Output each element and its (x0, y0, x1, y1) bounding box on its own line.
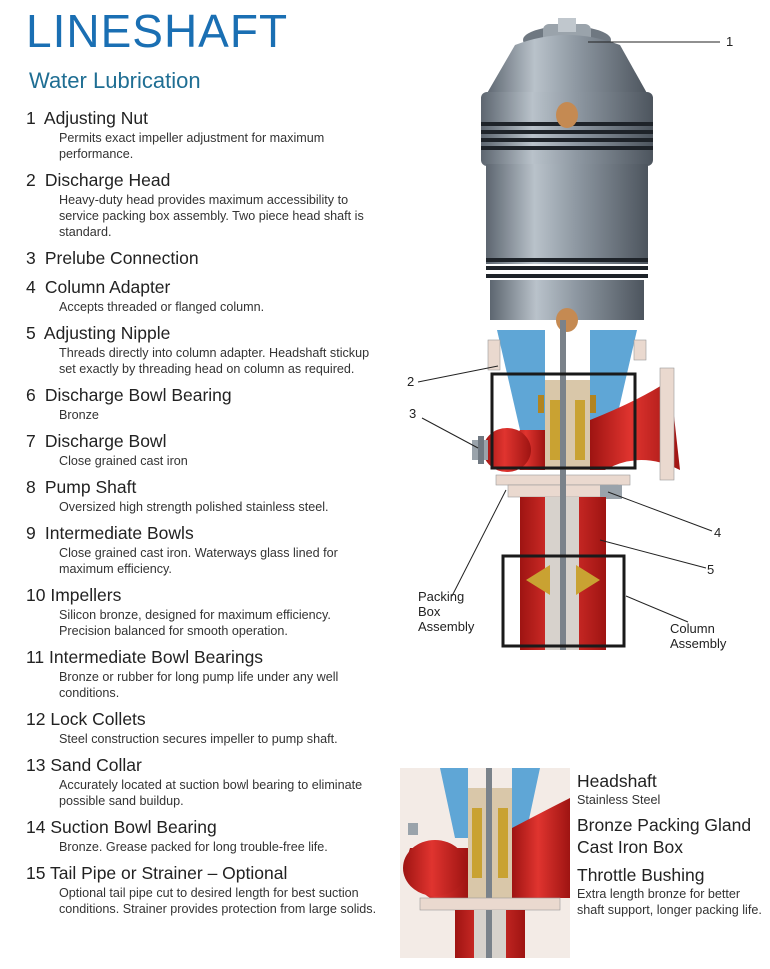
part-description: Bronze (59, 408, 99, 422)
part-number: 4 (26, 277, 36, 297)
label-line: Box (418, 604, 441, 619)
label-line: Assembly (670, 636, 727, 651)
part-description: Accurately located at suction bowl beari… (59, 778, 363, 808)
part-name: Sand Collar (50, 755, 142, 775)
part-number: 9 (26, 523, 36, 543)
prelube-connection-part (472, 436, 488, 464)
callout-3: 3 (409, 406, 417, 421)
part-description: Bronze. Grease packed for long trouble-f… (59, 840, 328, 854)
column-assembly-label: Column Assembly (670, 621, 726, 651)
part-number: 15 (26, 863, 46, 883)
part-name: Column Adapter (44, 277, 171, 297)
detail-legend: Headshaft Stainless Steel Bronze Packing… (577, 770, 767, 924)
column-highlight (501, 554, 626, 648)
part-number: 6 (26, 385, 36, 405)
adjusting-nipple-part (526, 565, 600, 595)
part-name: Discharge Head (44, 170, 171, 190)
part-description: Heavy-duty head provides maximum accessi… (59, 193, 364, 239)
part-description: Permits exact impeller adjustment for ma… (59, 131, 325, 161)
part-name: Adjusting Nipple (43, 323, 171, 343)
part-name: Intermediate Bowls (44, 523, 194, 543)
part-name: Intermediate Bowl Bearings (49, 647, 264, 667)
part-name: Tail Pipe or Strainer – Optional (50, 863, 288, 883)
part-item: 3 Prelube Connection (26, 248, 386, 269)
pump-diagram (417, 18, 720, 650)
label-line: Column (670, 621, 715, 636)
part-number: 14 (26, 817, 46, 837)
part-description: Steel construction secures impeller to p… (59, 732, 338, 746)
part-description: Close grained cast iron. Waterways glass… (59, 546, 338, 576)
part-name: Lock Collets (50, 709, 146, 729)
label-line: Packing (418, 589, 465, 604)
part-name: Pump Shaft (44, 477, 137, 497)
callout-2: 2 (407, 374, 415, 389)
part-description: Close grained cast iron (59, 454, 188, 468)
part-description: Threads directly into column adapter. He… (59, 346, 370, 376)
part-number: 5 (26, 323, 36, 343)
motor-head-part (481, 35, 653, 332)
part-description: Silicon bronze, designed for maximum eff… (59, 608, 331, 638)
packing-box-highlight (490, 372, 637, 470)
part-number: 1 (26, 108, 36, 128)
legend-heading: Headshaft (577, 771, 657, 791)
packing-box-assembly-label: Packing Box Assembly (418, 589, 474, 634)
packing-detail-diagram (400, 768, 570, 958)
part-number: 2 (26, 170, 36, 190)
part-name: Adjusting Nut (43, 108, 148, 128)
part-description: Optional tail pipe cut to desired length… (59, 886, 377, 916)
part-number: 12 (26, 709, 46, 729)
callout-4: 4 (714, 525, 722, 540)
part-description: Accepts threaded or flanged column. (59, 300, 265, 314)
part-number: 11 (26, 647, 45, 667)
part-name: Prelube Connection (44, 248, 199, 268)
part-number: 13 (26, 755, 46, 775)
legend-heading: Bronze Packing Gland Cast Iron Box (577, 815, 752, 857)
part-name: Suction Bowl Bearing (50, 817, 217, 837)
legend-description: Extra length bronze for better shaft sup… (577, 887, 762, 917)
legend-description: Stainless Steel (577, 793, 661, 807)
leader-lines (417, 41, 720, 623)
label-line: Assembly (418, 619, 475, 634)
part-name: Discharge Bowl (44, 431, 167, 451)
headshaft-part (560, 320, 566, 650)
part-number: 3 (26, 248, 36, 268)
page-subtitle: Water Lubrication (29, 68, 201, 93)
discharge-head-part (487, 330, 647, 430)
page-title: LINESHAFT (26, 5, 289, 57)
part-number: 7 (26, 431, 36, 451)
callout-5: 5 (707, 562, 715, 577)
legend-heading: Throttle Bushing (577, 865, 705, 885)
part-description: Bronze or rubber for long pump life unde… (59, 670, 339, 700)
part-name: Impellers (50, 585, 122, 605)
callout-1: 1 (726, 34, 734, 49)
part-number: 8 (26, 477, 36, 497)
part-number: 10 (26, 585, 46, 605)
part-description: Oversized high strength polished stainle… (59, 500, 329, 514)
part-name: Discharge Bowl Bearing (44, 385, 232, 405)
packing-box-part (538, 380, 596, 470)
